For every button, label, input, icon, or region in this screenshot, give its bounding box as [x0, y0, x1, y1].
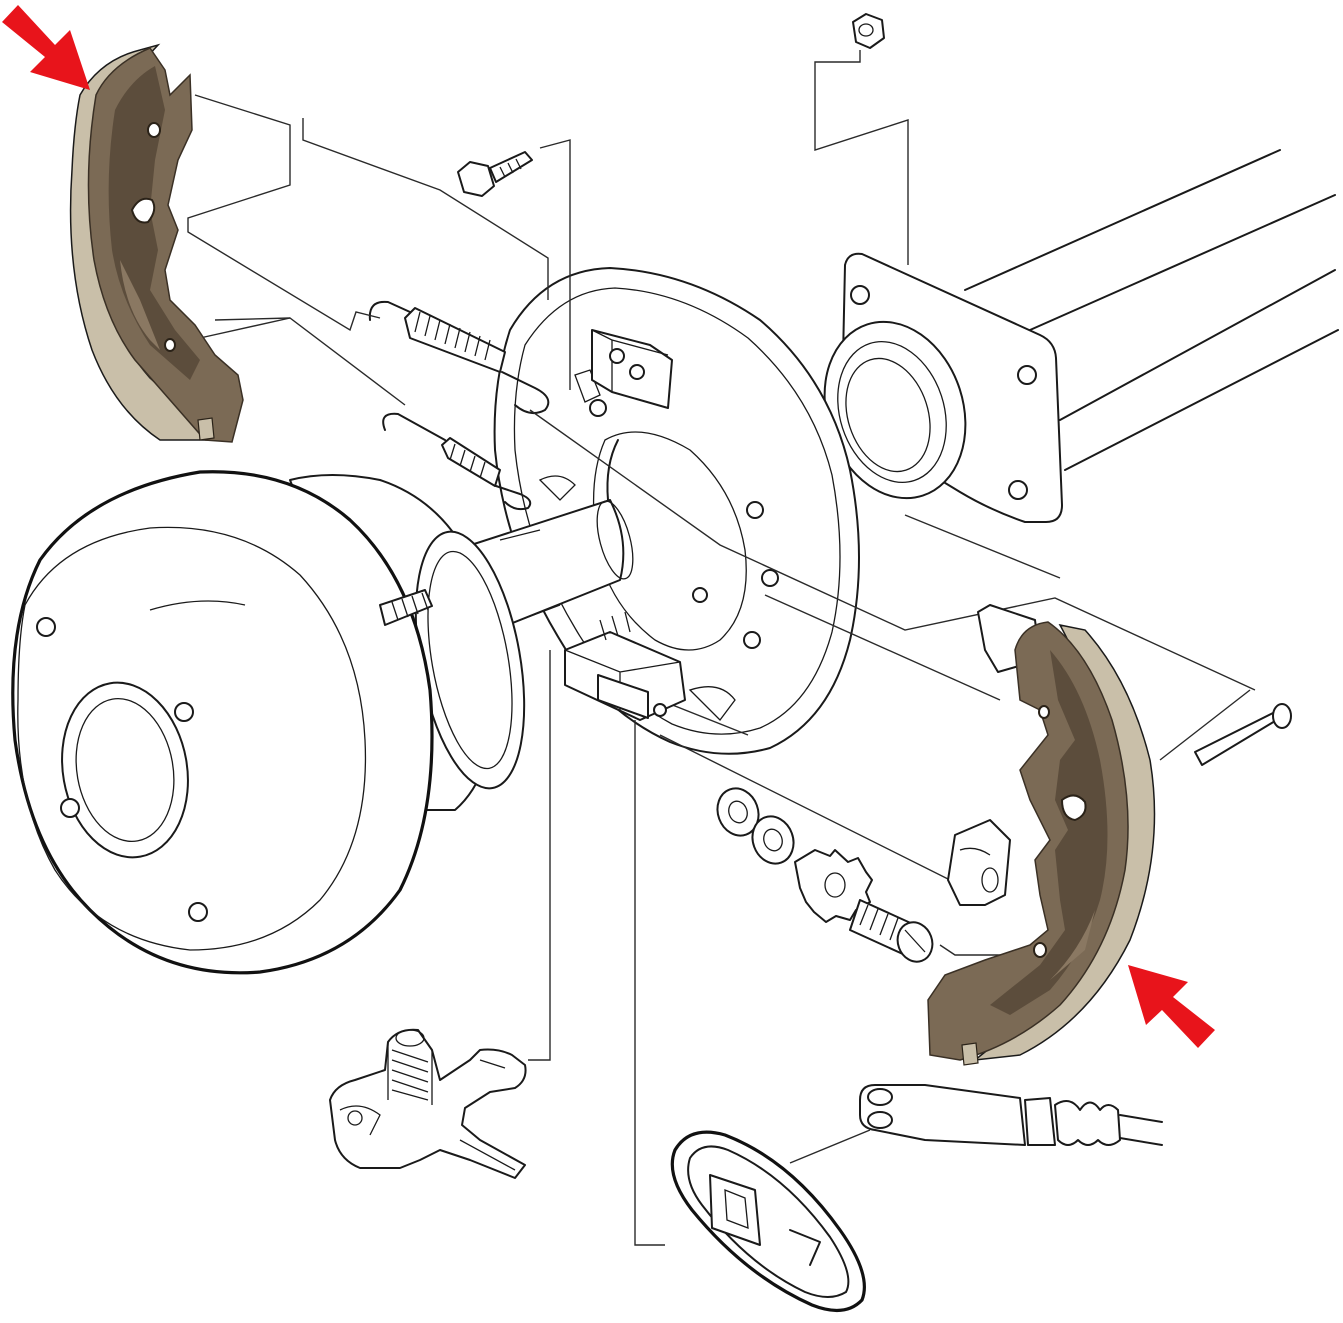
actuator-lever — [329, 1028, 527, 1179]
brake-shoe-lower-right — [927, 621, 1156, 1066]
retaining-clip — [947, 819, 1011, 906]
hex-bolt — [457, 139, 571, 390]
hold-down-pin — [1194, 703, 1292, 766]
adjuster-washer-2 — [751, 815, 795, 865]
star-wheel-adjuster — [794, 849, 873, 923]
anchor-block — [591, 329, 673, 409]
highlight-arrow-upper-left — [2, 5, 90, 90]
lower-return-spring — [382, 412, 532, 511]
adjuster-bracket — [564, 611, 686, 721]
parking-brake-cable — [859, 1084, 1163, 1146]
hub-flange — [823, 252, 1063, 523]
leader-lines — [187, 94, 1256, 1246]
brake-drum — [11, 470, 634, 975]
axle-tube — [964, 149, 1339, 471]
wheel-stud — [379, 589, 433, 626]
adjuster-washer-1 — [716, 787, 760, 837]
brake-shoe-upper-left — [69, 43, 244, 443]
highlight-arrow-lower-right — [1128, 965, 1215, 1048]
adjuster-screw — [849, 899, 934, 963]
hex-nut — [814, 13, 909, 265]
dust-boot — [670, 1130, 866, 1312]
